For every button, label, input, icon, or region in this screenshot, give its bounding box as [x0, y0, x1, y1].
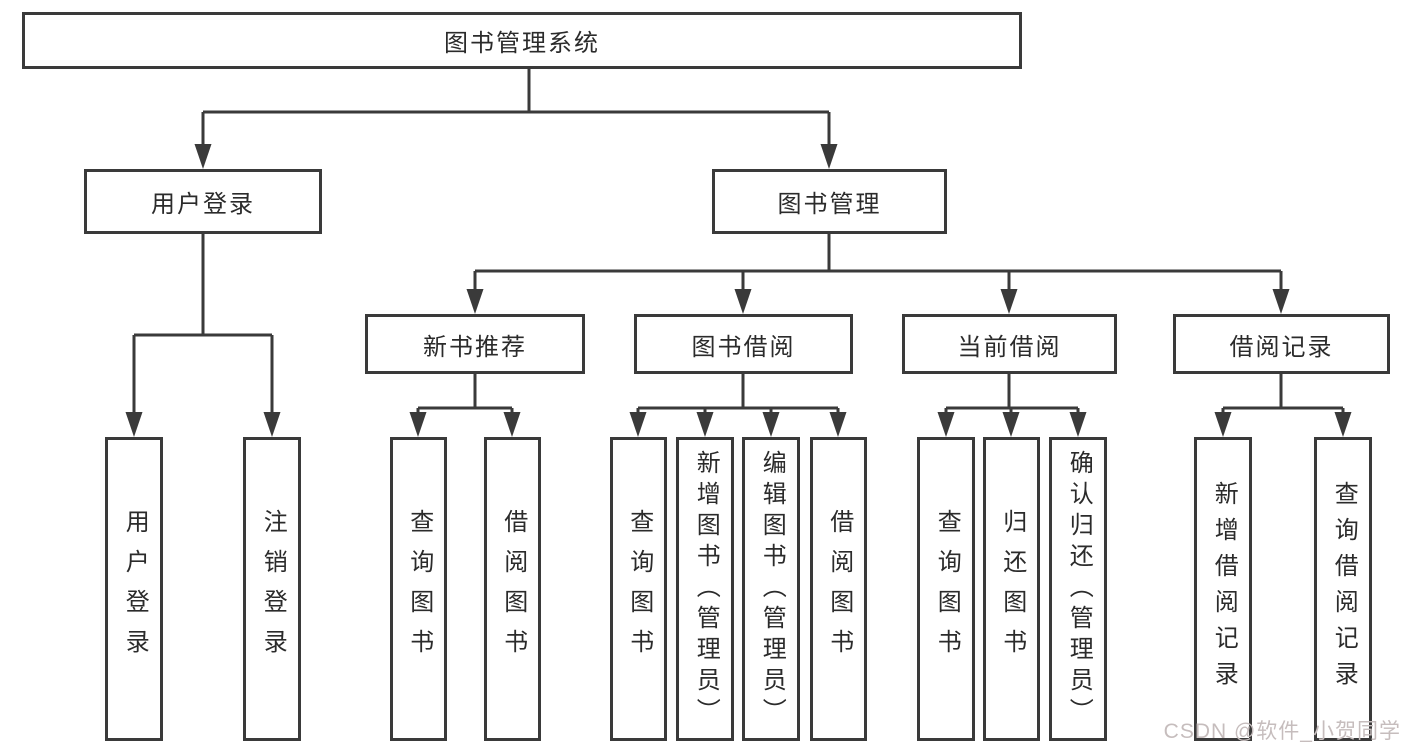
- leaf-label: 注销登录: [259, 509, 287, 669]
- leaf-label: 用户登录: [121, 509, 149, 669]
- node-book-management: 图书管理: [712, 169, 947, 234]
- node-label: 借阅记录: [1229, 333, 1334, 361]
- leaf-label: 新增借阅记录: [1210, 481, 1238, 697]
- arrowhead: [734, 289, 752, 314]
- arrowhead: [125, 412, 143, 437]
- arrowhead: [1214, 412, 1232, 437]
- arrowhead: [194, 144, 212, 169]
- node-label: 当前借阅: [957, 333, 1062, 361]
- leaf-label: 查询借阅记录: [1330, 481, 1358, 697]
- csdn-watermark: CSDN @软件_小贺同学: [1163, 720, 1401, 743]
- leaf-newbook-borrow-book: 借阅图书: [484, 437, 541, 741]
- leaf-label: 编辑图书（管理员）: [758, 449, 786, 729]
- arrowhead: [409, 412, 427, 437]
- node-borrow-record: 借阅记录: [1173, 314, 1390, 374]
- leaf-current-confirm-return-admin: 确认归还（管理员）: [1049, 437, 1107, 741]
- leaf-label: 确认归还（管理员）: [1065, 449, 1093, 729]
- arrowhead: [937, 412, 955, 437]
- leaf-borrow-query-book: 查询图书: [610, 437, 667, 741]
- arrowhead: [829, 412, 847, 437]
- arrowhead: [696, 412, 714, 437]
- leaf-label: 借阅图书: [825, 509, 853, 669]
- arrowhead: [1272, 289, 1290, 314]
- leaf-borrow-add-book-admin: 新增图书（管理员）: [676, 437, 734, 741]
- leaf-user-login: 用户登录: [105, 437, 163, 741]
- arrowhead: [466, 289, 484, 314]
- arrowhead: [629, 412, 647, 437]
- leaf-current-return-book: 归还图书: [983, 437, 1040, 741]
- node-book-borrow: 图书借阅: [634, 314, 853, 374]
- leaf-borrow-borrow-book: 借阅图书: [810, 437, 867, 741]
- leaf-logout: 注销登录: [243, 437, 301, 741]
- arrowhead: [820, 144, 838, 169]
- node-label: 图书借阅: [691, 333, 796, 361]
- arrowhead: [503, 412, 521, 437]
- node-label: 图书管理系统: [444, 30, 600, 57]
- leaf-record-add-borrow-record: 新增借阅记录: [1194, 437, 1252, 741]
- arrowhead: [1002, 412, 1020, 437]
- leaf-newbook-query-book: 查询图书: [390, 437, 447, 741]
- leaf-label: 借阅图书: [499, 509, 527, 669]
- leaf-label: 查询图书: [933, 509, 961, 669]
- arrowhead: [1000, 289, 1018, 314]
- leaf-label: 查询图书: [405, 509, 433, 669]
- leaf-borrow-edit-book-admin: 编辑图书（管理员）: [742, 437, 800, 741]
- leaf-current-query-book: 查询图书: [917, 437, 975, 741]
- node-label: 新书推荐: [423, 333, 527, 361]
- node-label: 用户登录: [151, 191, 255, 218]
- arrowhead: [1334, 412, 1352, 437]
- node-new-book-recommend: 新书推荐: [365, 314, 585, 374]
- leaf-label: 新增图书（管理员）: [692, 449, 720, 729]
- arrowhead: [1069, 412, 1087, 437]
- arrowhead: [762, 412, 780, 437]
- leaf-label: 归还图书: [998, 509, 1026, 669]
- arrowhead: [263, 412, 281, 437]
- node-label: 图书管理: [777, 191, 882, 218]
- leaf-label: 查询图书: [625, 509, 653, 669]
- node-user-login: 用户登录: [84, 169, 322, 234]
- leaf-record-query-borrow-record: 查询借阅记录: [1314, 437, 1372, 741]
- node-current-borrow: 当前借阅: [902, 314, 1117, 374]
- node-root-book-management-system: 图书管理系统: [22, 12, 1022, 69]
